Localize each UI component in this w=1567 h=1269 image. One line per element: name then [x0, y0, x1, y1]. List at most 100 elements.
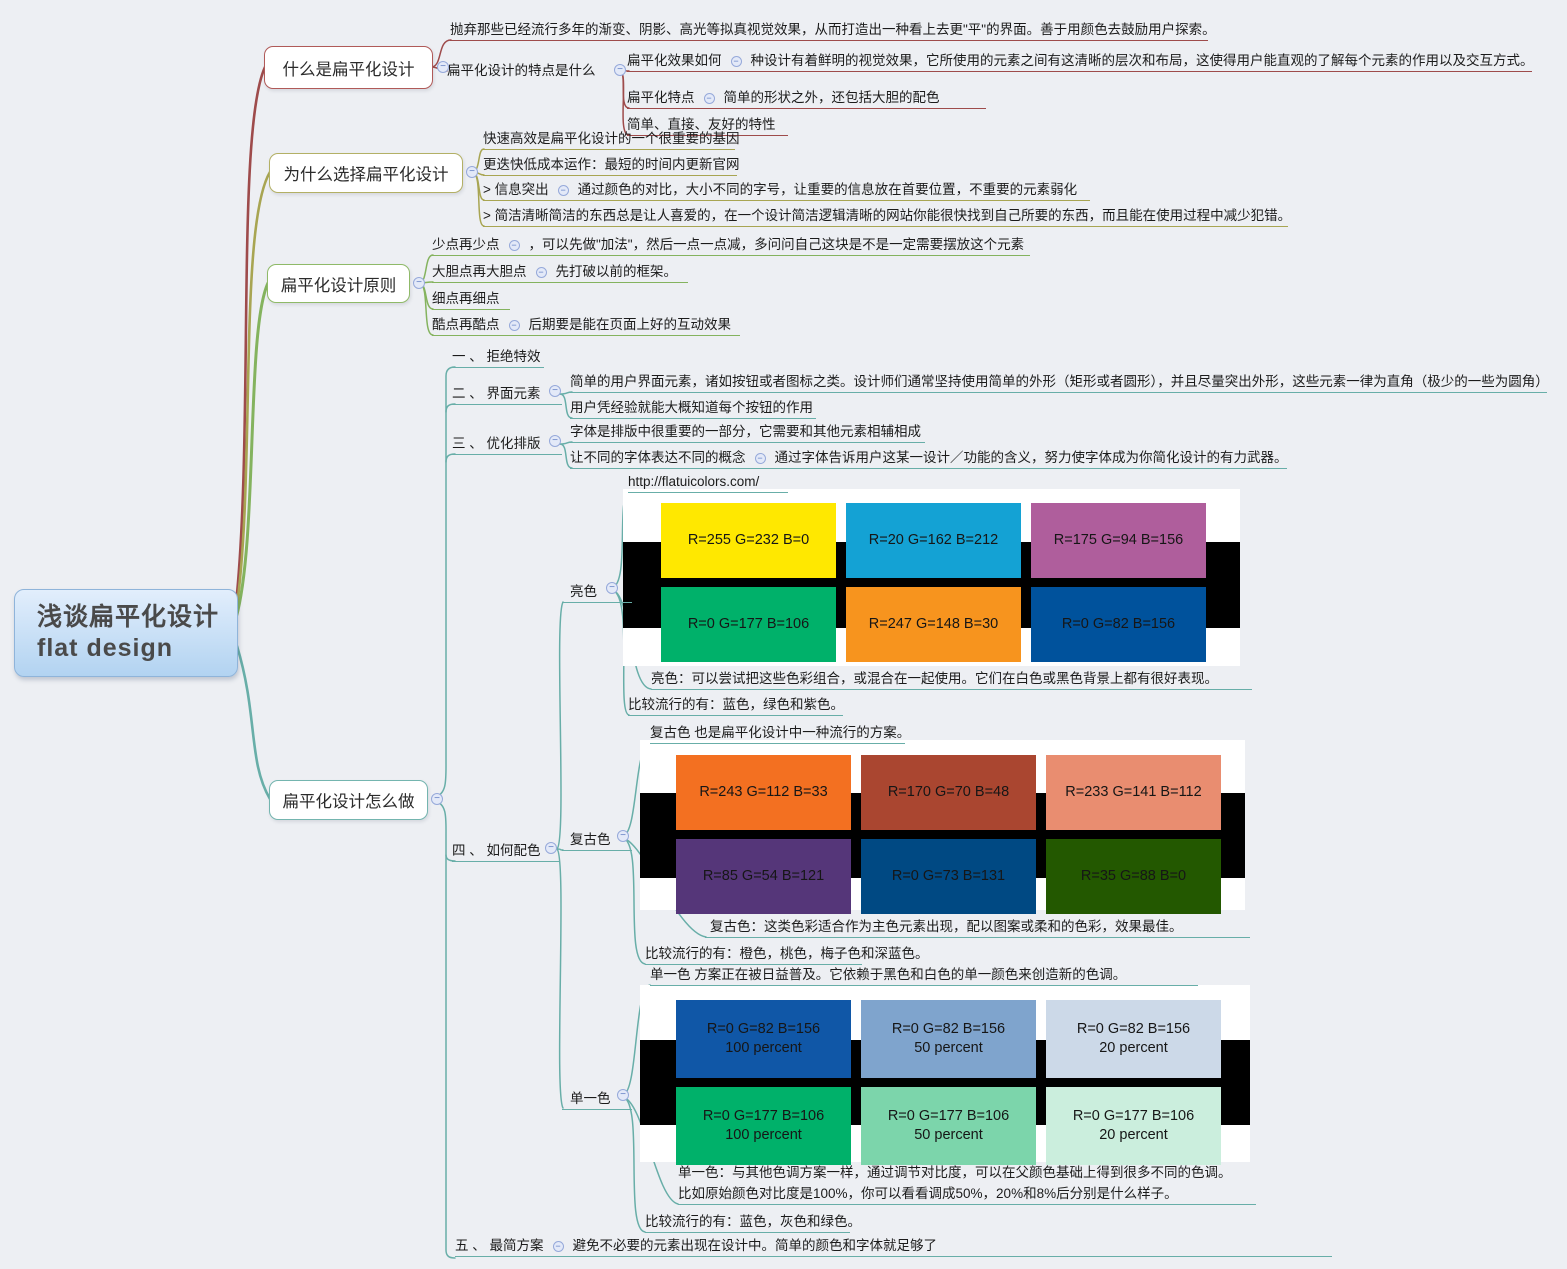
leaf-mono-color[interactable]: 单一色: [562, 1088, 632, 1110]
leaf-retro-intro[interactable]: 复古色 也是扁平化设计中一种流行的方案。: [650, 722, 910, 744]
leaf-mono-intro[interactable]: 单一色 方案正在被日益普及。它依赖于黑色和白色的单一颜色来创造新的色调。: [650, 964, 1198, 986]
leaf-ui-elements-experience[interactable]: 用户凭经验就能大概知道每个按钮的作用: [570, 397, 816, 419]
color-tile-label: R=247 G=148 B=30: [868, 616, 999, 632]
leaf-bright-popular[interactable]: 比较流行的有：蓝色，绿色和紫色。: [628, 694, 844, 716]
leaf-mono-popular[interactable]: 比较流行的有：蓝色，灰色和绿色。: [645, 1211, 861, 1233]
leaf-flatuicolors-url[interactable]: http://flatuicolors.com/: [628, 471, 788, 493]
color-tile: R=255 G=232 B=0: [661, 503, 836, 578]
topic-flat-principles[interactable]: 扁平化设计原则: [267, 264, 410, 303]
leaf-fast-efficient[interactable]: 快速高效是扁平化设计的一个很重要的基因: [483, 128, 740, 150]
root-title-line2: flat design: [37, 634, 174, 662]
topic-label: 为什么选择扁平化设计: [283, 166, 449, 184]
leaf-mono-caption-line1[interactable]: 单一色：与其他色调方案一样，通过调节对比度，可以在父颜色基础上得到很多不同的色调…: [678, 1165, 1232, 1180]
color-tile: R=170 G=70 B=48: [861, 755, 1036, 830]
collapse-icon[interactable]: [557, 185, 569, 196]
leaf-ui-elements-detail[interactable]: 简单的用户界面元素，诸如按钮或者图标之类。设计师们通常坚持使用简单的外形（矩形或…: [570, 371, 1549, 393]
color-tile-label: 50 percent: [914, 1127, 983, 1143]
collapse-icon[interactable]: [466, 166, 478, 178]
color-tile: R=20 G=162 B=212: [846, 503, 1021, 578]
leaf-clean-clear[interactable]: > 简洁清晰简洁的东西总是让人喜爱的，在一个设计简洁逻辑清晰的网站你能很快找到自…: [483, 205, 1291, 227]
leaf-finer[interactable]: 细点再细点: [432, 288, 510, 310]
collapse-icon[interactable]: [730, 56, 742, 67]
color-tile: R=0 G=177 B=106 20 percent: [1046, 1087, 1221, 1165]
collapse-icon[interactable]: [606, 582, 618, 594]
leaf-typography-detail[interactable]: 字体是排版中很重要的一部分，它需要和其他元素相辅相成: [570, 421, 925, 443]
collapse-icon[interactable]: [703, 93, 715, 104]
color-tile: R=0 G=177 B=106 50 percent: [861, 1087, 1036, 1165]
leaf-retro-caption[interactable]: 复古色：这类色彩适合作为主色元素出现，配以图案或柔和的色彩，效果最佳。: [705, 916, 1250, 938]
collapse-icon[interactable]: [549, 385, 561, 397]
collapse-icon[interactable]: [508, 320, 520, 331]
leaf-bolder[interactable]: 大胆点再大胆点先打破以前的框架。: [432, 261, 688, 283]
leaf-cooler[interactable]: 酷点再酷点后期要是能在页面上好的互动效果: [432, 314, 740, 336]
color-tile-label: 20 percent: [1099, 1127, 1168, 1143]
color-tile-label: R=0 G=82 B=156: [891, 1021, 1006, 1037]
leaf-simplest-plan[interactable]: 五 、 最简方案避免不必要的元素出现在设计中。简单的颜色和字体就足够了: [455, 1235, 1332, 1257]
color-tile: R=0 G=82 B=156 50 percent: [861, 1000, 1036, 1078]
leaf-retro-popular[interactable]: 比较流行的有：橙色，桃色，梅子色和深蓝色。: [645, 943, 929, 965]
leaf-mono-caption-line2[interactable]: 比如原始颜色对比度是100%，你可以看看调成50%，20%和8%后分别是什么样子…: [678, 1183, 1256, 1205]
leaf-fonts-concepts[interactable]: 让不同的字体表达不同的概念通过字体告诉用户这某一设计／功能的含义，努力使字体成为…: [570, 447, 1288, 469]
root-title-line1: 浅谈扁平化设计: [37, 603, 220, 631]
leaf-less-and-less[interactable]: 少点再少点，可以先做"加法"，然后一点一点减，多问问自己这块是不是一定需要摆放这…: [432, 234, 1030, 256]
leaf-no-effects[interactable]: 一 、 拒绝特效: [452, 346, 544, 368]
topic-why-flat-design[interactable]: 为什么选择扁平化设计: [269, 153, 463, 193]
color-tile: R=35 G=88 B=0: [1046, 839, 1221, 914]
color-tile: R=0 G=82 B=156 100 percent: [676, 1000, 851, 1078]
leaf-flat-summary[interactable]: 抛弃那些已经流行多年的渐变、阴影、高光等拟真视觉效果，从而打造出一种看上去更"平…: [450, 19, 1216, 41]
leaf-low-cost[interactable]: 更迭快低成本运作：最短的时间内更新官网: [483, 154, 740, 176]
topic-label: 扁平化设计怎么做: [282, 793, 415, 811]
topic-what-is-flat-design[interactable]: 什么是扁平化设计: [264, 46, 433, 89]
color-tile: R=233 G=141 B=112: [1046, 755, 1221, 830]
root-topic[interactable]: 浅谈扁平化设计 flat design: [14, 589, 238, 677]
leaf-info-highlight[interactable]: > 信息突出通过颜色的对比，大小不同的字号，让重要的信息放在首要位置，不重要的元…: [483, 179, 1090, 201]
color-tile-label: 100 percent: [725, 1127, 802, 1143]
collapse-icon[interactable]: [617, 1089, 629, 1101]
collapse-icon[interactable]: [413, 277, 425, 289]
collapse-icon[interactable]: [431, 793, 443, 805]
collapse-icon[interactable]: [508, 240, 520, 251]
mono-palette-image: R=0 G=82 B=156 100 percent R=0 G=82 B=156 5…: [640, 985, 1250, 1165]
leaf-typography[interactable]: 三 、 优化排版: [452, 433, 562, 455]
color-tile-label: 100 percent: [725, 1040, 802, 1056]
leaf-flat-traits[interactable]: 扁平化特点简单的形状之外，还包括大胆的配色: [627, 87, 986, 109]
topic-label: 什么是扁平化设计: [282, 60, 415, 79]
collapse-icon[interactable]: [549, 435, 561, 447]
leaf-flat-effect[interactable]: 扁平化效果如何种设计有着鲜明的视觉效果，它所使用的元素之间有这清晰的层次和布局，…: [627, 50, 1534, 72]
color-tile-label: R=243 G=112 B=33: [699, 784, 828, 800]
leaf-flat-features-label[interactable]: 扁平化设计的特点是什么: [447, 63, 596, 78]
leaf-ui-elements[interactable]: 二 、 界面元素: [452, 383, 562, 405]
color-tile-label: R=170 G=70 B=48: [887, 784, 1010, 800]
topic-how-to-flat-design[interactable]: 扁平化设计怎么做: [269, 780, 428, 820]
color-tile: R=0 G=177 B=106 100 percent: [676, 1087, 851, 1165]
leaf-bright-colors[interactable]: 亮色: [562, 581, 632, 603]
color-tile-label: R=0 G=177 B=106: [1072, 1108, 1195, 1124]
color-tile-label: R=0 G=82 B=156: [706, 1021, 821, 1037]
leaf-retro-colors[interactable]: 复古色: [562, 829, 632, 851]
color-tile: R=247 G=148 B=30: [846, 587, 1021, 662]
collapse-icon[interactable]: [545, 842, 557, 854]
color-tile-label: 50 percent: [914, 1040, 983, 1056]
collapse-icon[interactable]: [535, 267, 547, 278]
color-tile-label: R=0 G=177 B=106: [887, 1108, 1010, 1124]
color-tile-label: R=0 G=82 B=156: [1061, 616, 1176, 632]
collapse-icon[interactable]: [617, 830, 629, 842]
collapse-icon[interactable]: [754, 453, 766, 464]
collapse-icon[interactable]: [552, 1241, 564, 1252]
color-tile: R=175 G=94 B=156: [1031, 503, 1206, 578]
topic-label: 扁平化设计原则: [280, 276, 397, 295]
collapse-icon[interactable]: [437, 61, 449, 73]
color-tile-label: R=85 G=54 B=121: [702, 868, 825, 884]
leaf-how-to-color[interactable]: 四 、 如何配色: [452, 840, 560, 862]
color-tile-label: R=255 G=232 B=0: [687, 532, 810, 548]
palette-tiles: R=243 G=112 B=33 R=170 G=70 B=48 R=233 G=1…: [676, 755, 1221, 914]
color-tile: R=243 G=112 B=33: [676, 755, 851, 830]
color-tile-label: R=0 G=82 B=156: [1076, 1021, 1191, 1037]
leaf-bright-caption[interactable]: 亮色：可以尝试把这些色彩组合，或混合在一起使用。它们在白色或黑色背景上都有很好表…: [651, 668, 1252, 690]
color-tile: R=0 G=82 B=156: [1031, 587, 1206, 662]
collapse-icon[interactable]: [614, 64, 626, 76]
palette-tiles: R=0 G=82 B=156 100 percent R=0 G=82 B=156 5…: [676, 1000, 1221, 1165]
leaf-simple-direct-friendly[interactable]: 简单、直接、友好的特性: [627, 114, 788, 136]
color-tile-label: R=0 G=177 B=106: [702, 1108, 825, 1124]
